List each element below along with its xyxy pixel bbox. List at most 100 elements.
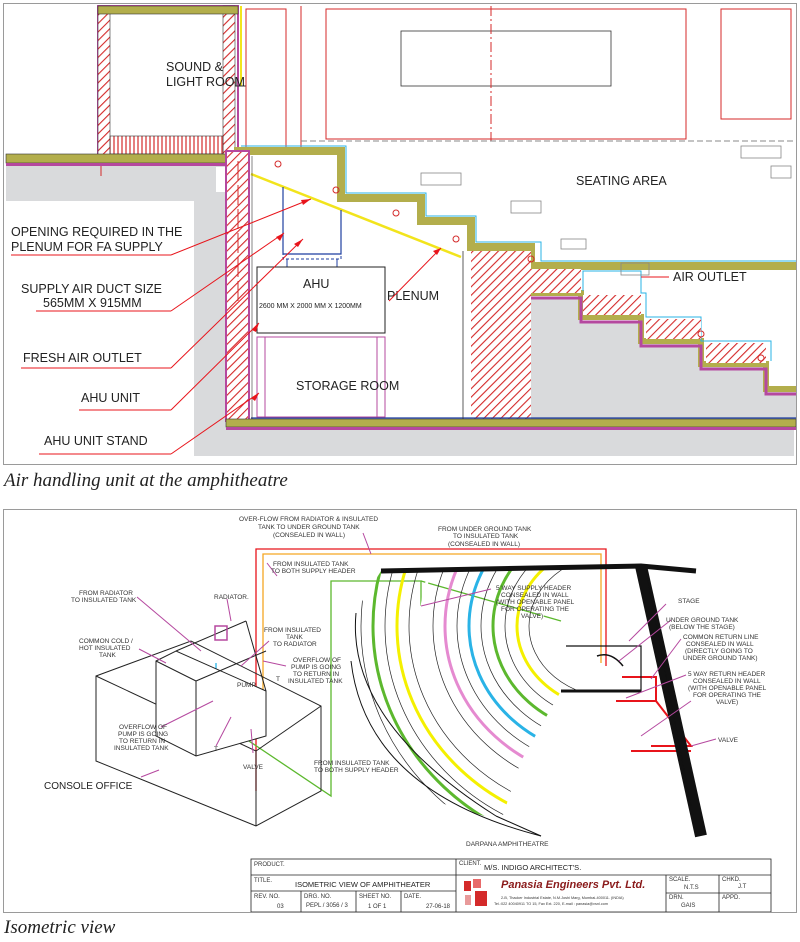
callout-leaders [136,532,717,778]
note-from-ins-b: FROM INSULATED TANK [314,760,390,767]
supply-air-duct [282,187,342,255]
note-pump-overflow-b2: PUMP IS GOING [118,731,168,738]
diffuser-markers [274,160,765,362]
tb-drn: GAIS [681,903,695,909]
note-supply-header-5: VALVE) [521,613,543,620]
title-block: PRODUCT. CLIENT. M/S. INDIGO ARCHITECT'S… [250,858,772,913]
note-common-return-3: (DIRECTLY GOING TO [685,648,753,655]
tb-product-label: PRODUCT. [254,862,285,868]
tb-company: Panasia Engineers Pvt. Ltd. [501,879,645,891]
plenum-side-wall [471,251,531,421]
note-radiator: RADIATOR. [214,594,249,601]
note-overflow-3: (CONSEALED IN WALL) [273,532,345,539]
tb-client-label: CLIENT. [459,861,482,867]
note-common-return: COMMON RETURN LINE [683,634,759,641]
tb-rev: 03 [277,904,284,910]
note-return-header: 5 WAY RETURN HEADER [688,671,765,678]
tb-sheet: 1 OF 1 [368,904,387,910]
note-from-ins: FROM INSULATED TANK [273,561,349,568]
tb-client: M/S. INDIGO ARCHITECT'S. [484,863,581,872]
note-stage: STAGE [678,598,700,605]
label-ahu-unit-stand: AHU UNIT STAND [44,434,148,448]
console-office [95,620,322,827]
seating-row-arc [360,566,641,821]
tb-title: ISOMETRIC VIEW OF AMPHITHEATER [295,880,431,889]
tb-chkd-label: CHKD. [722,877,741,883]
upper-structure [97,5,796,176]
note-overflow-2: TANK TO UNDER GROUND TANK [258,524,360,531]
note-return-header-4: FOR OPERATING THE [693,692,762,699]
note-common-tank: COMMON COLD / [79,638,133,645]
seating-row-arc [371,566,641,821]
plenum-label: PLENUM [387,289,439,303]
note-return-header-5: VALVE) [716,699,738,706]
tb-drg-label: DRG. NO. [304,894,332,900]
tb-date-label: DATE. [404,894,422,900]
supply-pipe-orange [262,553,602,701]
note-pump-overflow-4: INSULATED TANK [288,678,343,685]
note-supply-header-3: (WITH OPENABLE PANEL [496,599,575,606]
seating-row-arc [408,566,641,819]
seating-area-label: SEATING AREA [576,174,667,188]
seating-row-arc [539,566,641,688]
note-return-header-3: (WITH OPENABLE PANEL [688,685,767,692]
note-pump: PUMP [237,682,256,689]
ahu-box [256,266,386,334]
note-valve-right: VALVE [718,737,739,744]
isometric-svg: OVER-FLOW FROM RADIATOR & INSULATED TANK… [44,516,772,913]
note-t2: T [214,746,218,753]
air-outlet-label: AIR OUTLET [673,270,747,284]
insulated-tank [155,650,267,757]
note-t1: T [276,676,280,683]
tb-address-2: Tel.:022 40040911 TO 15, Fax Ext. 220, E… [494,902,608,906]
label-fresh-air-outlet: FRESH AIR OUTLET [23,351,142,365]
tb-title-label: TITLE. [254,878,272,884]
plenum-line [250,172,462,259]
ahu-label: AHU [303,277,329,291]
figure-caption-2: Isometric view [4,917,116,938]
amphitheatre-outline [350,563,707,838]
note-supply-header: 5 WAY SUPPLY HEADER [496,585,571,592]
note-common-tank-2: HOT INSULATED [79,645,131,652]
tb-scale: N.T.S [684,885,699,891]
supply-pipe-green [233,580,422,798]
note-common-return-4: UNDER GROUND TANK) [683,655,758,662]
seating-slab [234,147,796,270]
note-amphitheatre: DARPANA AMPHITHEATRE [466,841,549,848]
tb-chkd: J.T [738,884,747,890]
note-pump-overflow-b4: INSULATED TANK [114,745,169,752]
label-ahu-unit: AHU UNIT [81,391,140,405]
note-from-ug: FROM UNDER GROUND TANK [438,526,532,533]
tb-date: 27-06-18 [426,904,451,910]
note-to-radiator-2: TANK [286,634,304,641]
ahu-section-drawing: SOUND & LIGHT ROOM SEATING AREA AIR OUTL… [3,3,797,465]
ahu-size-label: 2600 MM X 2000 MM X 1200MM [259,303,362,310]
note-from-radiator: FROM RADIATOR [79,590,133,597]
ahu-section-svg: SOUND & LIGHT ROOM SEATING AREA AIR OUTL… [5,5,797,456]
label-opening-plenum: OPENING REQUIRED IN THE [11,225,182,239]
note-supply-header-4: FOR OPERATING THE [501,606,570,613]
tb-drn-label: DRN. [669,895,684,901]
note-from-ins-b2: TO BOTH SUPPLY HEADER [314,767,399,774]
label-area [6,201,194,456]
note-common-return-2: CONSEALED IN WALL [686,641,754,648]
note-overflow: OVER-FLOW FROM RADIATOR & INSULATED [239,516,378,523]
sound-light-room-label: SOUND & [166,60,224,74]
note-supply-header-2: CONSEALED IN WALL [501,592,569,599]
note-valve-left: VALVE [243,764,264,771]
label-opening-plenum-2: PLENUM FOR FA SUPPLY [11,240,164,254]
return-pipe-red [255,548,607,791]
seating-finish-line [241,145,796,262]
tb-rev-label: REV. NO. [254,894,280,900]
note-pump-overflow-b3: TO RETURN IN [119,738,165,745]
tb-sheet-label: SHEET NO. [359,894,392,900]
isometric-drawing: OVER-FLOW FROM RADIATOR & INSULATED TANK… [3,509,797,913]
note-to-radiator-3: TO RADIATOR [273,641,317,648]
ground-under-stairs [531,299,796,426]
label-supply-duct: SUPPLY AIR DUCT SIZE [21,282,162,296]
console-office-label: CONSOLE OFFICE [44,781,133,792]
tb-drg: PEPL / 3056 / 3 [306,903,348,909]
note-from-ug-2: TO INSULATED TANK [453,533,519,540]
label-supply-duct-2: 565MM X 915MM [43,296,142,310]
note-return-header-2: CONSEALED IN WALL [693,678,761,685]
